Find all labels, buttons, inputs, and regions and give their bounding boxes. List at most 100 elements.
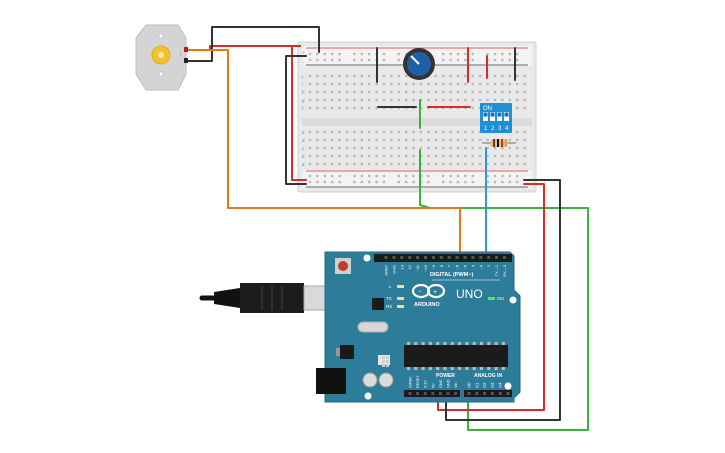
rail-hole[interactable] [486, 180, 489, 184]
breadboard-hole[interactable] [523, 90, 526, 94]
breadboard-hole[interactable] [486, 154, 489, 158]
breadboard-hole[interactable] [516, 162, 519, 166]
breadboard-hole[interactable] [308, 106, 312, 110]
breadboard-hole[interactable] [345, 98, 349, 102]
rail-hole[interactable] [471, 52, 474, 56]
breadboard-hole[interactable] [516, 146, 519, 150]
breadboard-hole[interactable] [405, 82, 408, 86]
wire-motor-black[interactable] [185, 26, 320, 62]
breadboard-hole[interactable] [464, 82, 467, 86]
breadboard-hole[interactable] [345, 162, 349, 166]
header-pin[interactable] [454, 392, 458, 395]
breadboard-hole[interactable] [382, 90, 386, 94]
breadboard-hole[interactable] [464, 162, 467, 166]
breadboard-hole[interactable] [345, 74, 349, 78]
breadboard-hole[interactable] [493, 90, 497, 94]
rail-hole[interactable] [323, 52, 326, 56]
breadboard-hole[interactable] [338, 106, 341, 110]
breadboard-hole[interactable] [486, 90, 489, 94]
breadboard-hole[interactable] [412, 98, 415, 102]
rail-hole[interactable] [375, 180, 378, 184]
breadboard-hole[interactable] [338, 130, 341, 134]
rail-hole[interactable] [323, 180, 326, 184]
breadboard-hole[interactable] [427, 98, 430, 102]
breadboard-hole[interactable] [397, 130, 400, 134]
rail-hole[interactable] [397, 180, 400, 184]
breadboard-hole[interactable] [501, 162, 504, 166]
rail-hole[interactable] [501, 180, 504, 184]
rail-hole[interactable] [442, 174, 445, 178]
breadboard-hole[interactable] [323, 90, 326, 94]
breadboard-hole[interactable] [382, 130, 386, 134]
header-pin[interactable] [463, 256, 467, 259]
breadboard-hole[interactable] [501, 90, 504, 94]
header-pin[interactable] [455, 256, 459, 259]
breadboard-hole[interactable] [316, 90, 319, 94]
breadboard-hole[interactable] [331, 82, 334, 86]
breadboard-hole[interactable] [442, 138, 445, 142]
breadboard-hole[interactable] [419, 146, 423, 150]
rail-hole[interactable] [308, 52, 312, 56]
breadboard-hole[interactable] [508, 82, 511, 86]
breadboard-hole[interactable] [516, 106, 519, 110]
breadboard-hole[interactable] [442, 146, 445, 150]
rail-hole[interactable] [382, 58, 386, 62]
breadboard-hole[interactable] [456, 90, 460, 94]
breadboard-hole[interactable] [375, 154, 378, 158]
breadboard-hole[interactable] [405, 162, 408, 166]
breadboard-hole[interactable] [331, 162, 334, 166]
rail-hole[interactable] [486, 52, 489, 56]
rail-hole[interactable] [427, 180, 430, 184]
breadboard-hole[interactable] [501, 82, 504, 86]
breadboard-hole[interactable] [353, 98, 356, 102]
rail-hole[interactable] [368, 58, 371, 62]
breadboard-hole[interactable] [486, 146, 489, 150]
breadboard-hole[interactable] [368, 82, 371, 86]
rail-hole[interactable] [427, 174, 430, 178]
breadboard-hole[interactable] [471, 154, 474, 158]
breadboard-hole[interactable] [516, 130, 519, 134]
breadboard-hole[interactable] [434, 138, 437, 142]
breadboard-hole[interactable] [331, 90, 334, 94]
breadboard-hole[interactable] [516, 154, 519, 158]
rail-hole[interactable] [471, 58, 474, 62]
breadboard-hole[interactable] [493, 162, 497, 166]
breadboard-hole[interactable] [360, 74, 363, 78]
breadboard-hole[interactable] [353, 154, 356, 158]
rail-hole[interactable] [331, 180, 334, 184]
rail-hole[interactable] [456, 52, 460, 56]
header-pin[interactable] [506, 392, 510, 395]
breadboard-hole[interactable] [405, 90, 408, 94]
breadboard-hole[interactable] [345, 138, 349, 142]
wire-green-long[interactable] [419, 149, 589, 431]
header-pin[interactable] [431, 392, 435, 395]
breadboard-hole[interactable] [508, 90, 511, 94]
breadboard-hole[interactable] [390, 98, 393, 102]
breadboard-hole[interactable] [397, 98, 400, 102]
breadboard-hole[interactable] [405, 130, 408, 134]
breadboard-hole[interactable] [427, 146, 430, 150]
header-pin[interactable] [503, 256, 506, 259]
rail-hole[interactable] [382, 180, 386, 184]
breadboard-hole[interactable] [331, 146, 334, 150]
rail-hole[interactable] [508, 58, 511, 62]
breadboard-hole[interactable] [316, 130, 319, 134]
breadboard-hole[interactable] [427, 90, 430, 94]
rail-hole[interactable] [353, 52, 356, 56]
rail-hole[interactable] [456, 180, 460, 184]
header-pin[interactable] [416, 392, 420, 395]
rail-hole[interactable] [308, 58, 312, 62]
breadboard-hole[interactable] [412, 146, 415, 150]
breadboard-hole[interactable] [412, 154, 415, 158]
header-pin[interactable] [392, 256, 396, 259]
rail-hole[interactable] [368, 174, 371, 178]
breadboard-hole[interactable] [316, 138, 319, 142]
breadboard-hole[interactable] [516, 90, 519, 94]
rail-hole[interactable] [456, 174, 460, 178]
breadboard-hole[interactable] [331, 130, 334, 134]
breadboard-hole[interactable] [464, 74, 467, 78]
breadboard-hole[interactable] [338, 74, 341, 78]
header-pin[interactable] [431, 256, 435, 259]
header-pin[interactable] [467, 392, 471, 395]
breadboard-hole[interactable] [508, 98, 511, 102]
